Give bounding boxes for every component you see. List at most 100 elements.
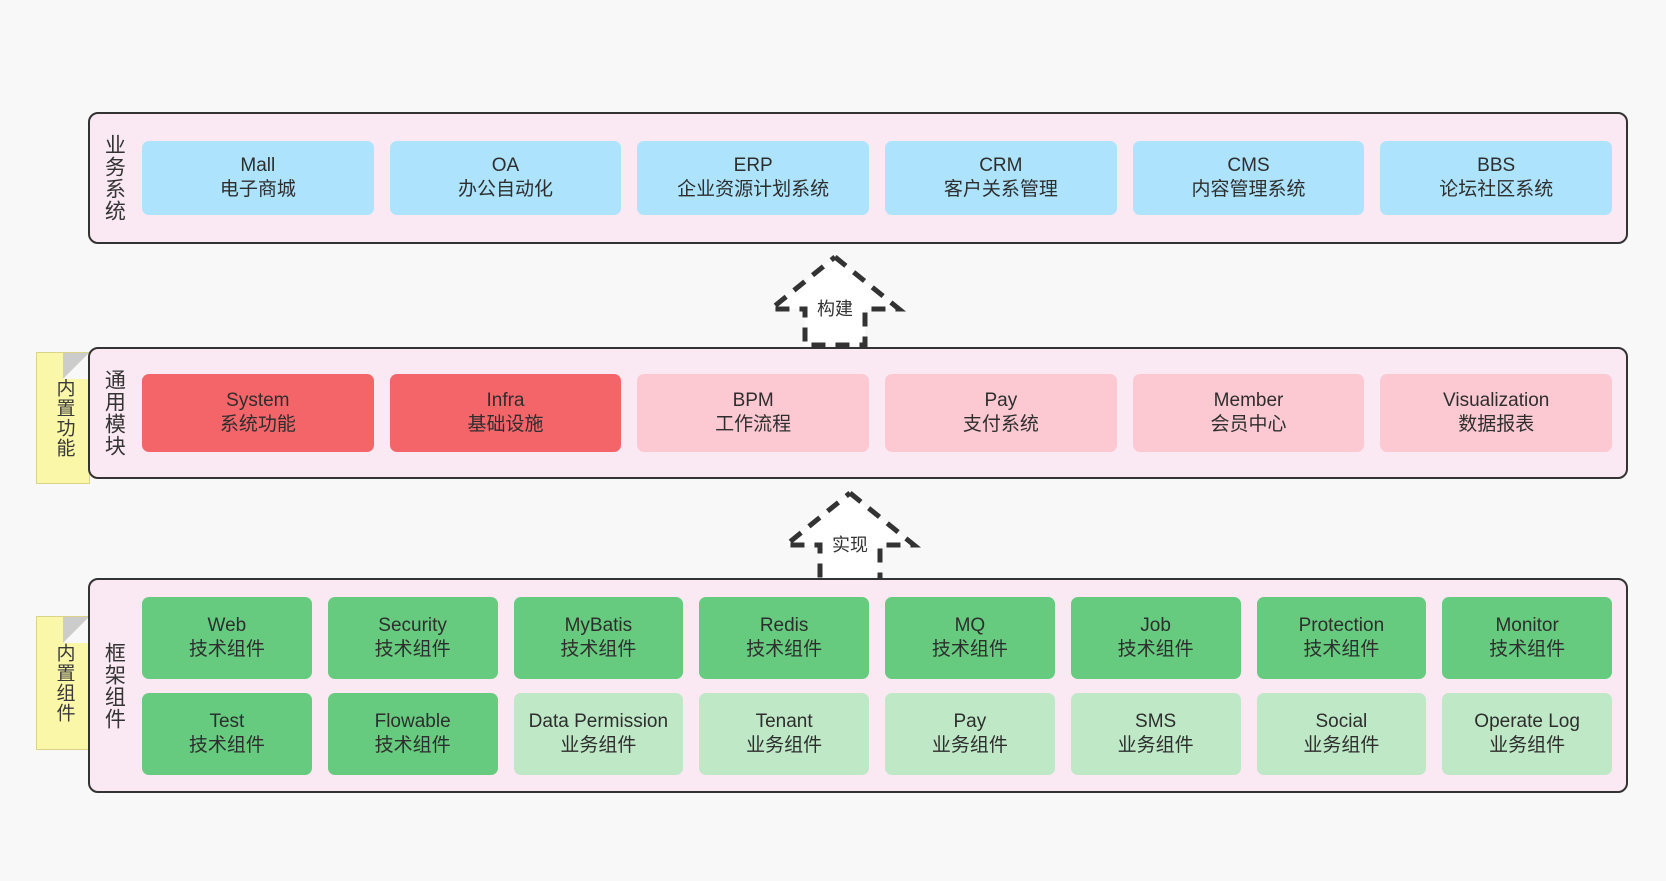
layer-framework-components: 框架组件 Web 技术组件 Security 技术组件 MyBatis 技术组件…	[88, 578, 1628, 793]
card-flowable-en: Flowable	[374, 710, 451, 732]
card-infra-cn: 基础设施	[467, 414, 544, 435]
card-crm-en: CRM	[979, 155, 1023, 177]
card-mq-cn: 技术组件	[931, 638, 1008, 660]
card-pay-component[interactable]: Pay 业务组件	[885, 692, 1055, 775]
card-social-en: Social	[1315, 710, 1368, 732]
card-mybatis-cn: 技术组件	[560, 638, 637, 660]
card-security-cn: 技术组件	[374, 638, 451, 660]
card-operate-log-cn: 业务组件	[1489, 734, 1566, 756]
card-mq[interactable]: MQ 技术组件	[885, 596, 1055, 679]
card-data-permission-cn: 业务组件	[560, 734, 637, 756]
card-pay-component-en: Pay	[953, 710, 987, 732]
framework-components-row-2: Test 技术组件 Flowable 技术组件 Data Permission …	[142, 692, 1612, 775]
card-bbs-cn: 论坛社区系统	[1439, 179, 1554, 200]
card-social-cn: 业务组件	[1303, 734, 1380, 756]
card-redis-en: Redis	[759, 614, 809, 636]
card-test[interactable]: Test 技术组件	[142, 692, 312, 775]
card-sms[interactable]: SMS 业务组件	[1070, 692, 1241, 775]
card-cms-en: CMS	[1227, 155, 1270, 177]
layer-common-modules: 通用模块 System 系统功能 Infra 基础设施 BPM 工作流程 Pay…	[88, 347, 1628, 479]
common-modules-row: System 系统功能 Infra 基础设施 BPM 工作流程 Pay 支付系统…	[142, 374, 1613, 452]
card-system[interactable]: System 系统功能	[142, 374, 374, 452]
layer-framework-components-title: 框架组件	[102, 641, 126, 730]
framework-components-row-1: Web 技术组件 Security 技术组件 MyBatis 技术组件 Redi…	[142, 596, 1612, 679]
card-oa-cn: 办公自动化	[458, 179, 554, 200]
layer-common-modules-body: System 系统功能 Infra 基础设施 BPM 工作流程 Pay 支付系统…	[136, 349, 1626, 477]
card-redis-cn: 技术组件	[746, 638, 823, 660]
card-bbs-en: BBS	[1477, 155, 1516, 177]
card-crm-cn: 客户关系管理	[943, 179, 1058, 200]
note-builtin-component: 内置组件	[36, 616, 90, 750]
layer-framework-components-body: Web 技术组件 Security 技术组件 MyBatis 技术组件 Redi…	[136, 580, 1626, 791]
card-redis[interactable]: Redis 技术组件	[699, 596, 869, 679]
card-mq-en: MQ	[954, 614, 986, 636]
card-job-en: Job	[1140, 614, 1171, 636]
card-mybatis[interactable]: MyBatis 技术组件	[513, 596, 684, 679]
card-cms-cn: 内容管理系统	[1191, 179, 1306, 200]
card-bbs[interactable]: BBS 论坛社区系统	[1380, 141, 1613, 215]
card-web[interactable]: Web 技术组件	[142, 596, 312, 679]
business-system-row: Mall 电子商城 OA 办公自动化 ERP 企业资源计划系统 CRM 客户关系…	[142, 141, 1613, 215]
card-mall[interactable]: Mall 电子商城	[142, 141, 374, 215]
note-builtin-function: 内置功能	[36, 352, 90, 484]
arrow-build: 构建	[760, 253, 910, 349]
card-oa[interactable]: OA 办公自动化	[389, 141, 622, 215]
layer-business-system-title: 业务系统	[102, 134, 126, 222]
card-test-en: Test	[209, 710, 245, 732]
layer-business-system: 业务系统 Mall 电子商城 OA 办公自动化 ERP 企业资源计划系统 CRM…	[88, 112, 1628, 244]
card-member-cn: 会员中心	[1210, 414, 1287, 435]
card-test-cn: 技术组件	[188, 734, 265, 756]
arrow-implement: 实现	[775, 489, 925, 585]
card-job-cn: 技术组件	[1117, 638, 1194, 660]
card-cms[interactable]: CMS 内容管理系统	[1132, 141, 1365, 215]
card-visualization-en: Visualization	[1443, 390, 1550, 412]
card-sms-en: SMS	[1135, 710, 1177, 732]
card-social[interactable]: Social 业务组件	[1256, 692, 1427, 775]
card-data-permission[interactable]: Data Permission 业务组件	[513, 692, 684, 775]
card-operate-log[interactable]: Operate Log 业务组件	[1442, 692, 1612, 775]
card-security[interactable]: Security 技术组件	[327, 596, 498, 679]
card-erp-cn: 企业资源计划系统	[677, 179, 830, 200]
layer-business-system-body: Mall 电子商城 OA 办公自动化 ERP 企业资源计划系统 CRM 客户关系…	[136, 114, 1626, 242]
card-system-cn: 系统功能	[219, 414, 296, 435]
card-web-cn: 技术组件	[188, 638, 265, 660]
card-pay-module[interactable]: Pay 支付系统	[885, 374, 1117, 452]
card-monitor[interactable]: Monitor 技术组件	[1442, 596, 1612, 679]
card-sms-cn: 业务组件	[1117, 734, 1194, 756]
card-monitor-cn: 技术组件	[1489, 638, 1566, 660]
card-pay-module-en: Pay	[984, 390, 1018, 412]
card-visualization-cn: 数据报表	[1458, 414, 1535, 435]
card-tenant-en: Tenant	[755, 710, 813, 732]
note-builtin-function-label: 内置功能	[53, 378, 75, 458]
card-protection[interactable]: Protection 技术组件	[1256, 596, 1427, 679]
layer-common-modules-title: 通用模块	[102, 369, 126, 457]
note-builtin-component-label: 内置组件	[53, 643, 75, 723]
arrow-build-shape	[763, 255, 907, 348]
card-protection-cn: 技术组件	[1303, 638, 1380, 660]
card-job[interactable]: Job 技术组件	[1070, 596, 1241, 679]
card-member[interactable]: Member 会员中心	[1132, 374, 1365, 452]
card-monitor-en: Monitor	[1495, 614, 1559, 636]
card-security-en: Security	[378, 614, 447, 636]
card-member-en: Member	[1213, 390, 1284, 412]
card-flowable[interactable]: Flowable 技术组件	[327, 692, 498, 775]
card-mall-cn: 电子商城	[219, 179, 296, 200]
card-tenant-cn: 业务组件	[746, 734, 823, 756]
card-infra-en: Infra	[486, 390, 525, 412]
card-web-en: Web	[207, 614, 247, 636]
card-data-permission-en: Data Permission	[528, 710, 669, 732]
card-erp-en: ERP	[733, 155, 773, 177]
card-crm[interactable]: CRM 客户关系管理	[885, 141, 1117, 215]
card-flowable-cn: 技术组件	[374, 734, 451, 756]
card-infra[interactable]: Infra 基础设施	[389, 374, 622, 452]
card-mall-en: Mall	[240, 155, 276, 177]
arrow-implement-shape	[778, 491, 922, 584]
card-tenant[interactable]: Tenant 业务组件	[699, 692, 869, 775]
card-visualization[interactable]: Visualization 数据报表	[1380, 374, 1613, 452]
card-pay-component-cn: 业务组件	[931, 734, 1008, 756]
card-erp[interactable]: ERP 企业资源计划系统	[637, 141, 870, 215]
card-pay-module-cn: 支付系统	[962, 414, 1039, 435]
card-bpm[interactable]: BPM 工作流程	[637, 374, 870, 452]
card-operate-log-en: Operate Log	[1474, 710, 1580, 732]
